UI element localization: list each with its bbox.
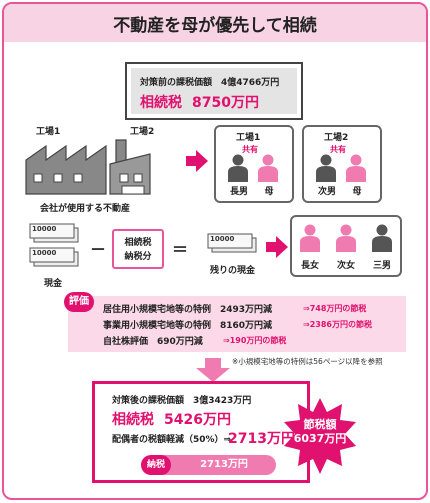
result-amount: 2713万円	[200, 459, 248, 470]
before-tax-value: 対策前の課税価額 4億4766万円	[140, 78, 280, 88]
cash-icon	[29, 223, 79, 267]
person-pair-icon	[228, 154, 278, 182]
factory1-label: 工場1	[36, 127, 61, 137]
savings-label: 節税額	[303, 418, 337, 431]
cash-label: 現金	[44, 279, 63, 289]
eval-result-3: ⇒190万円の節税	[223, 336, 287, 345]
before-tax-label: 相続税	[140, 95, 182, 111]
eval-result-1: ⇒748万円の節税	[303, 304, 367, 313]
arrow-down-icon	[196, 358, 230, 382]
cash-note-3: 10000	[210, 235, 235, 243]
remaining-cash-label: 残りの現金	[210, 266, 256, 276]
cash-heir-3: 三男	[372, 261, 391, 271]
before-inner	[131, 68, 297, 114]
cash-heir-2: 次女	[336, 261, 355, 271]
after-tax-amount: 5426万円	[164, 412, 231, 428]
arrow-right-icon	[266, 236, 288, 258]
page-title: 不動産を母が優先して相続	[113, 16, 317, 36]
group1-person-1: 長男	[229, 187, 248, 197]
group1-title: 工場1	[236, 133, 261, 143]
shared-group-1	[214, 125, 294, 203]
evaluation-badge: 評価	[64, 292, 94, 312]
eval-result-2: ⇒2386万円の節税	[303, 320, 372, 329]
spouse-amount: 2713万円	[228, 431, 295, 447]
group2-title: 工場2	[324, 133, 349, 143]
person-group-icon	[300, 224, 392, 252]
cash-note-1: 10000	[32, 225, 57, 233]
arrow-right-icon	[186, 150, 208, 172]
group2-person-2: 母	[352, 187, 362, 197]
after-tax-value: 対策後の課税価額 3億3423万円	[112, 396, 252, 406]
eval-line-3: 自社株評価 690万円減	[103, 337, 203, 347]
company-property-label: 会社が使用する不動産	[40, 204, 131, 214]
inherit-line2: 納税分	[124, 252, 152, 262]
result-pill: 2713万円	[148, 455, 276, 475]
factory-icon	[25, 139, 151, 195]
group1-person-2: 母	[264, 187, 274, 197]
eval-line-2: 事業用小規模宅地等の特例 8160万円減	[103, 321, 273, 331]
footnote: ※小規模宅地等の特例は56ページ以降を参照	[232, 357, 383, 366]
evaluation-panel	[68, 296, 406, 352]
cash-heir-1: 長女	[300, 261, 319, 271]
before-tax-amount: 8750万円	[192, 95, 259, 111]
savings-amount: 6037万円	[293, 432, 347, 445]
group2-shared: 共有	[330, 145, 346, 154]
after-tax-label: 相続税	[112, 412, 154, 428]
group1-shared: 共有	[242, 145, 258, 154]
minus-sign: －	[90, 240, 107, 259]
inherit-line1: 相続税	[124, 238, 152, 248]
savings-text: 節税額 6037万円	[285, 418, 355, 446]
cash-icon	[207, 233, 257, 253]
factory2-label: 工場2	[130, 127, 155, 137]
before-box	[125, 62, 303, 120]
group2-person-1: 次男	[317, 187, 336, 197]
cash-note-2: 10000	[32, 249, 57, 257]
eval-line-1: 居住用小規模宅地等の特例 2493万円減	[103, 305, 273, 315]
inherit-share-box: 相続税 納税分	[112, 229, 164, 269]
spouse-line: 配偶者の税額軽減（50%）⇒	[112, 435, 232, 445]
title-bar	[4, 4, 426, 42]
equals-sign: ＝	[172, 240, 189, 259]
savings-burst-icon	[284, 398, 356, 474]
person-pair-icon	[316, 154, 366, 182]
shared-group-2	[302, 125, 382, 203]
result-badge: 納税	[141, 455, 171, 475]
